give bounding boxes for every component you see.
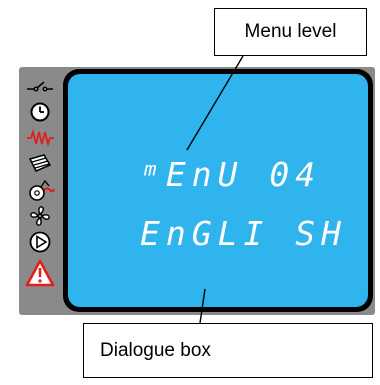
menu-level-label: Menu level [244, 21, 337, 42]
language-text: EnGLI SH [140, 214, 347, 253]
menu-level-leader [186, 55, 244, 151]
dialogue-box [68, 74, 368, 307]
heater-icon [19, 125, 61, 151]
pump-icon [19, 177, 61, 203]
menu-level-callout: Menu level [214, 8, 367, 56]
fan-icon [19, 203, 61, 229]
warning-icon [19, 257, 61, 289]
play-icon [19, 229, 61, 255]
dialogue-box-callout: Dialogue box [83, 323, 373, 378]
dialogue-box-leader [199, 288, 206, 324]
menu-level-text: ᵐEnU 04 [140, 155, 322, 194]
pipe-icon [19, 151, 61, 177]
dialogue-box-label: Dialogue box [100, 339, 211, 361]
switch-icon [19, 73, 61, 99]
clock-icon [19, 99, 61, 125]
status-icon-strip [19, 73, 61, 313]
